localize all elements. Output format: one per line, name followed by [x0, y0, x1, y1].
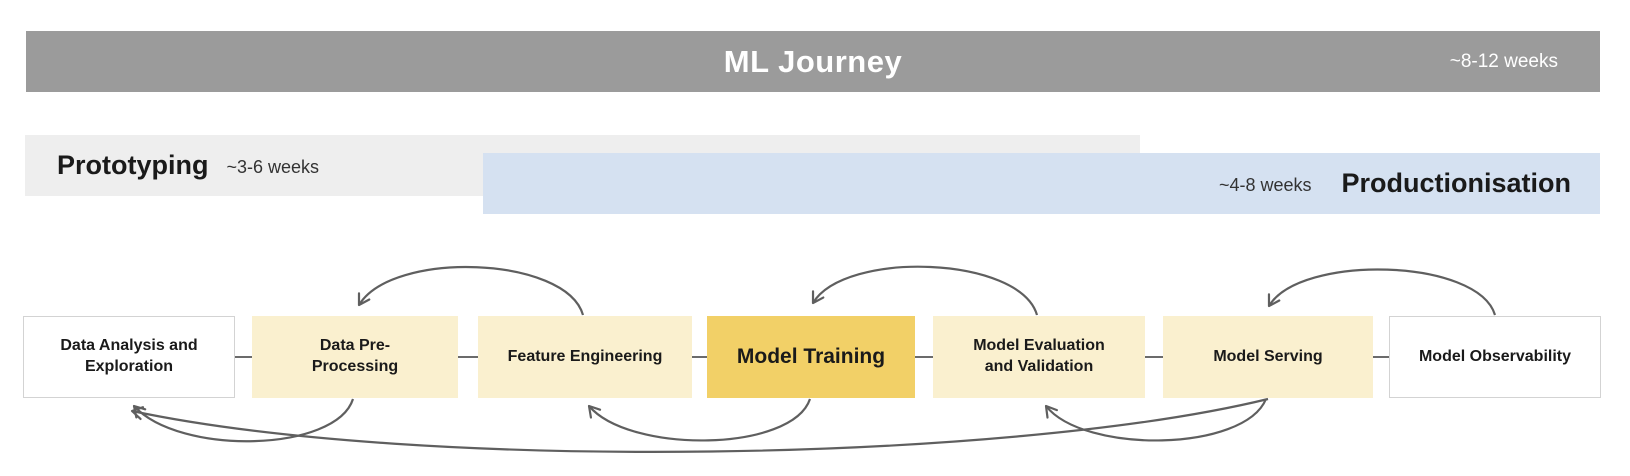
- stage-label: Model Training: [736, 345, 886, 369]
- stage-label: Data Analysis and Exploration: [60, 337, 198, 375]
- productionisation-label: Productionisation: [1341, 168, 1572, 198]
- arrow-model-evaluation-to-model-training: [811, 265, 1039, 316]
- stage-label: Data Pre- Processing: [311, 337, 399, 375]
- prototyping-label: Prototyping: [57, 150, 209, 180]
- stage-label: Feature Engineering: [507, 347, 663, 365]
- arrow-model-observability-to-model-serving: [1267, 268, 1497, 316]
- bottom-feedback-arcs: [130, 397, 1269, 453]
- stage-label: Model Serving: [1213, 347, 1323, 365]
- arrow-data-pre-processing-to-data-analysis: [132, 398, 355, 443]
- stage-model-serving: Model Serving: [1163, 316, 1373, 398]
- stage-model-evaluation-and-validation: Model Evaluation and Validation: [933, 316, 1145, 398]
- stage-label: Model Observability: [1418, 347, 1572, 365]
- banner-duration: ~8-12 weeks: [1449, 50, 1558, 72]
- productionisation-phase-bar: ~4-8 weeks Productionisation: [483, 153, 1600, 214]
- productionisation-duration: ~4-8 weeks: [1218, 175, 1312, 195]
- stage-model-observability: Model Observability: [1389, 316, 1601, 398]
- banner-title: ML Journey: [723, 43, 903, 79]
- prototyping-duration: ~3-6 weeks: [226, 157, 320, 177]
- stage-data-pre-processing: Data Pre- Processing: [252, 316, 458, 398]
- stage-feature-engineering: Feature Engineering: [478, 316, 692, 398]
- ml-journey-banner: ML Journey ~8-12 weeks: [26, 31, 1600, 92]
- arrow-feature-engineering-to-data-pre-processing: [357, 266, 585, 316]
- stage-model-training: Model Training: [707, 316, 915, 398]
- arrow-model-serving-to-model-evaluation: [1044, 398, 1268, 442]
- stage-data-analysis-and-exploration: Data Analysis and Exploration: [23, 316, 235, 398]
- arrow-model-training-to-feature-engineering: [587, 398, 812, 442]
- top-feedback-arcs: [357, 265, 1497, 316]
- arrow-model-serving-to-data-analysis: [130, 397, 1269, 453]
- stage-label: Model Evaluation and Validation: [973, 337, 1105, 375]
